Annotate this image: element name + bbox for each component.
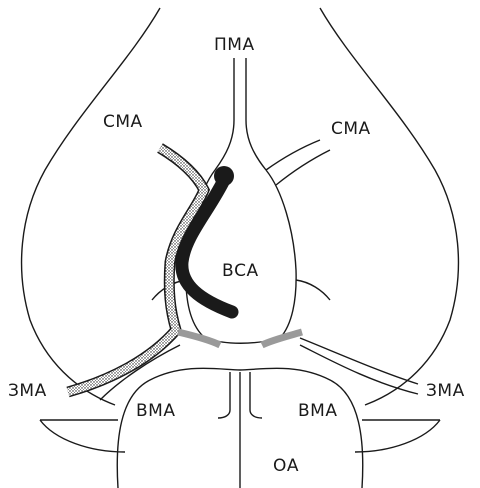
label-oa: ОА <box>273 456 299 476</box>
label-vsa: ВСА <box>222 261 259 281</box>
brain-outline <box>22 8 459 488</box>
label-vma-left: ВМА <box>136 401 175 421</box>
label-vma-right: ВМА <box>298 401 337 421</box>
label-zma-right: ЗМА <box>426 381 465 401</box>
label-pma: ПМА <box>214 35 255 55</box>
pcom-shaded-left <box>178 332 220 345</box>
pcom-shaded-right <box>262 332 302 345</box>
label-zma-left: ЗМА <box>8 381 47 401</box>
label-sma-right: СМА <box>331 119 371 139</box>
label-sma-left: СМА <box>103 112 143 132</box>
anterior-cerebral-artery <box>215 58 266 170</box>
stenosis-knob <box>214 166 234 186</box>
